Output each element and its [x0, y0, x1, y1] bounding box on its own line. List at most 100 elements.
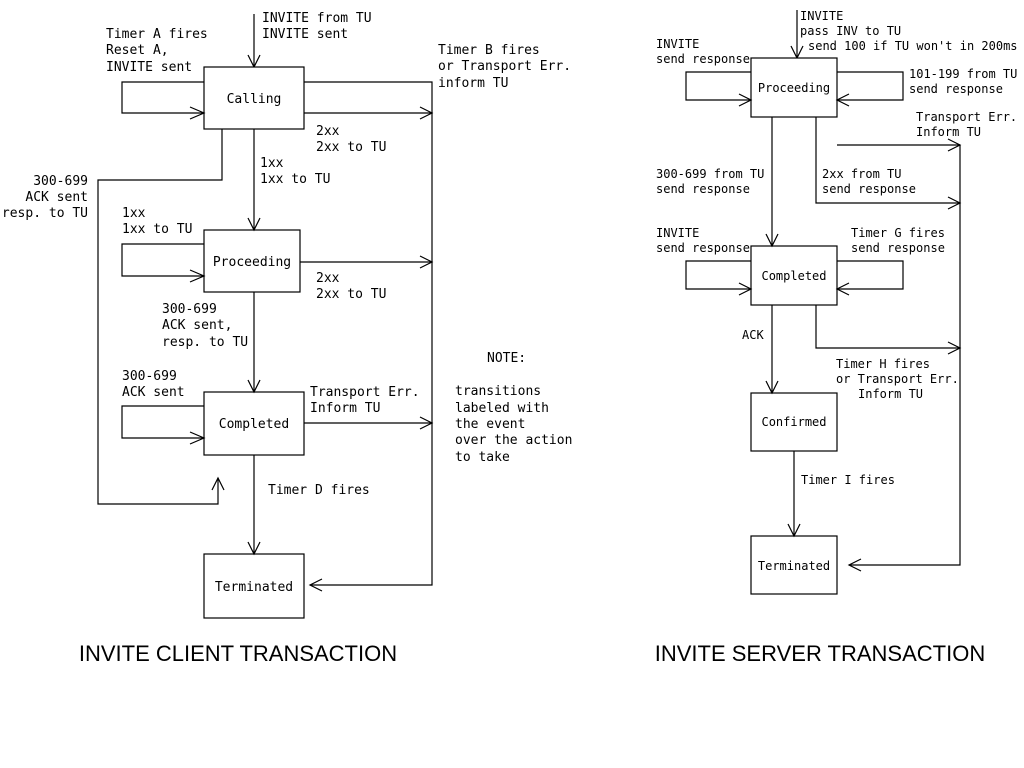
server-label-101-199: 101-199 from TU [909, 67, 1017, 81]
server-label-proceeding-inform-tu: Inform TU [916, 125, 981, 139]
client-label-completed-inform-tu: Inform TU [310, 401, 380, 416]
client-terminated-arrowhead [308, 578, 323, 592]
server-label-pass-inv: pass INV to TU [800, 24, 901, 38]
client-state-completed [203, 391, 305, 456]
client-label-calling-ack-sent: ACK sent [25, 190, 88, 205]
server-right-bus [849, 145, 961, 566]
client-state-completed-label: Completed [219, 417, 289, 432]
client-note-line: transitions [455, 384, 541, 399]
server-confirmed-terminated-arrowhead [787, 523, 801, 538]
server-state-confirmed [750, 392, 838, 452]
client-label-timer-a-invite-sent: INVITE sent [106, 60, 192, 75]
client-note-line: the event [455, 417, 525, 432]
client-label-invite-sent: INVITE sent [262, 27, 348, 42]
server-label-300-699-send-response: send response [656, 182, 750, 196]
client-label-calling-1xx: 1xx [260, 156, 284, 171]
client-proceeding-2xx-arrowhead [419, 255, 434, 269]
client-completed-terminated-arrowhead [247, 541, 261, 556]
client-state-terminated-label: Terminated [215, 580, 293, 595]
server-label-timer-i: Timer I fires [801, 473, 895, 487]
server-title: INVITE SERVER TRANSACTION [655, 641, 985, 666]
client-completed-transport-arrowhead [419, 416, 434, 430]
client-label-proceeding-300-699: 300-699 [162, 302, 217, 317]
client-label-calling-2xx-to-tu: 2xx to TU [316, 140, 386, 155]
server-label-timer-g: Timer G fires [851, 226, 945, 240]
server-label-300-699: 300-699 from TU [656, 167, 764, 181]
server-completed-invite-arrowhead [738, 282, 753, 296]
server-terminated-arrowhead [847, 558, 862, 572]
client-label-proceeding-1xx-to-tu: 1xx to TU [122, 222, 192, 237]
client-label-completed-transport-err: Transport Err. [310, 385, 420, 400]
client-label-calling-300-699: 300-699 [33, 174, 88, 189]
server-transaction-diagram: INVITE pass INV to TU send 100 if TU won… [655, 9, 1018, 666]
client-transaction-diagram: INVITE from TU INVITE sent Calling Proce… [2, 11, 573, 666]
server-state-terminated-label: Terminated [758, 559, 830, 573]
client-label-completed-300-699: 300-699 [122, 369, 177, 384]
client-label-calling-1xx-to-tu: 1xx to TU [260, 172, 330, 187]
server-completed-confirmed-arrowhead [765, 380, 779, 395]
client-state-proceeding [203, 229, 301, 293]
server-label-timer-h: Timer H fires [836, 357, 930, 371]
server-label-ack: ACK [742, 328, 764, 342]
client-calling-300-699-path [97, 129, 223, 505]
client-state-terminated [203, 553, 305, 619]
client-label-proceeding-2xx-to-tu: 2xx to TU [316, 287, 386, 302]
client-title: INVITE CLIENT TRANSACTION [79, 641, 397, 666]
client-label-timer-d: Timer D fires [268, 483, 370, 498]
client-proceeding-1xx-arrowhead [189, 269, 206, 283]
client-label-invite-from-tu: INVITE from TU [262, 11, 372, 26]
server-state-proceeding [750, 57, 838, 118]
server-label-proceeding-invite: INVITE [656, 37, 699, 51]
server-state-completed-label: Completed [761, 269, 826, 283]
client-note-line: to take [455, 450, 510, 465]
client-proceeding-1xx-loop [121, 243, 204, 277]
server-completed-invite-loop [685, 260, 751, 290]
client-timer-a-loop [121, 81, 204, 114]
client-label-completed-ack-sent: ACK sent [122, 385, 185, 400]
client-completed-loop [121, 405, 204, 439]
client-label-proceeding-2xx: 2xx [316, 271, 340, 286]
server-label-completed-invite: INVITE [656, 226, 699, 240]
client-note-heading: NOTE: [487, 351, 526, 366]
server-label-2xx-send-response: send response [822, 182, 916, 196]
server-completed-timer-h-path [815, 305, 960, 349]
server-label-send-100: send 100 if TU won't in 200ms [808, 39, 1018, 53]
client-label-proceeding-resp-to-tu: resp. to TU [162, 335, 248, 350]
client-note-line: labeled with [455, 401, 549, 416]
client-right-bus [304, 81, 433, 586]
client-label-proceeding-ack-sent: ACK sent, [162, 318, 232, 333]
server-label-timer-h-transport: or Transport Err. [836, 372, 959, 386]
server-proceeding-invite-loop [685, 71, 751, 101]
client-calling-2xx-arrowhead [419, 106, 434, 120]
server-proceeding-2xx-path [815, 117, 960, 204]
client-timer-a-arrowhead [189, 106, 206, 120]
server-state-completed [750, 245, 838, 306]
client-label-calling-2xx: 2xx [316, 124, 340, 139]
server-completed-timer-g-loop [837, 260, 904, 290]
server-label-completed-send-response: send response [656, 241, 750, 255]
client-label-timer-b-transport: or Transport Err. [438, 59, 571, 74]
client-label-timer-b: Timer B fires [438, 43, 540, 58]
client-label-proceeding-1xx: 1xx [122, 206, 146, 221]
server-label-proceeding-transport-err: Transport Err. [916, 110, 1017, 124]
client-calling-proceeding-arrowhead [247, 217, 261, 232]
server-label-101-199-send-response: send response [909, 82, 1003, 96]
client-label-reset-a: Reset A, [106, 43, 169, 58]
client-proceeding-completed-arrowhead [247, 379, 261, 394]
server-label-proceeding-send-response: send response [656, 52, 750, 66]
server-proceeding-invite-arrowhead [738, 93, 753, 107]
client-calling-300-699-arrowhead [211, 476, 225, 491]
server-label-timer-h-inform-tu: Inform TU [858, 387, 923, 401]
client-state-proceeding-label: Proceeding [213, 255, 291, 270]
client-label-timer-a: Timer A fires [106, 27, 208, 42]
server-completed-timer-g-arrowhead [835, 282, 850, 296]
server-proceeding-101-199-arrowhead [835, 93, 850, 107]
client-completed-loop-arrowhead [189, 431, 206, 445]
server-state-proceeding-label: Proceeding [758, 81, 830, 95]
client-state-calling [203, 66, 305, 130]
server-state-terminated [750, 535, 838, 595]
client-label-calling-resp-to-tu: resp. to TU [2, 206, 88, 221]
client-label-timer-b-inform: inform TU [438, 76, 508, 91]
server-state-confirmed-label: Confirmed [761, 415, 826, 429]
